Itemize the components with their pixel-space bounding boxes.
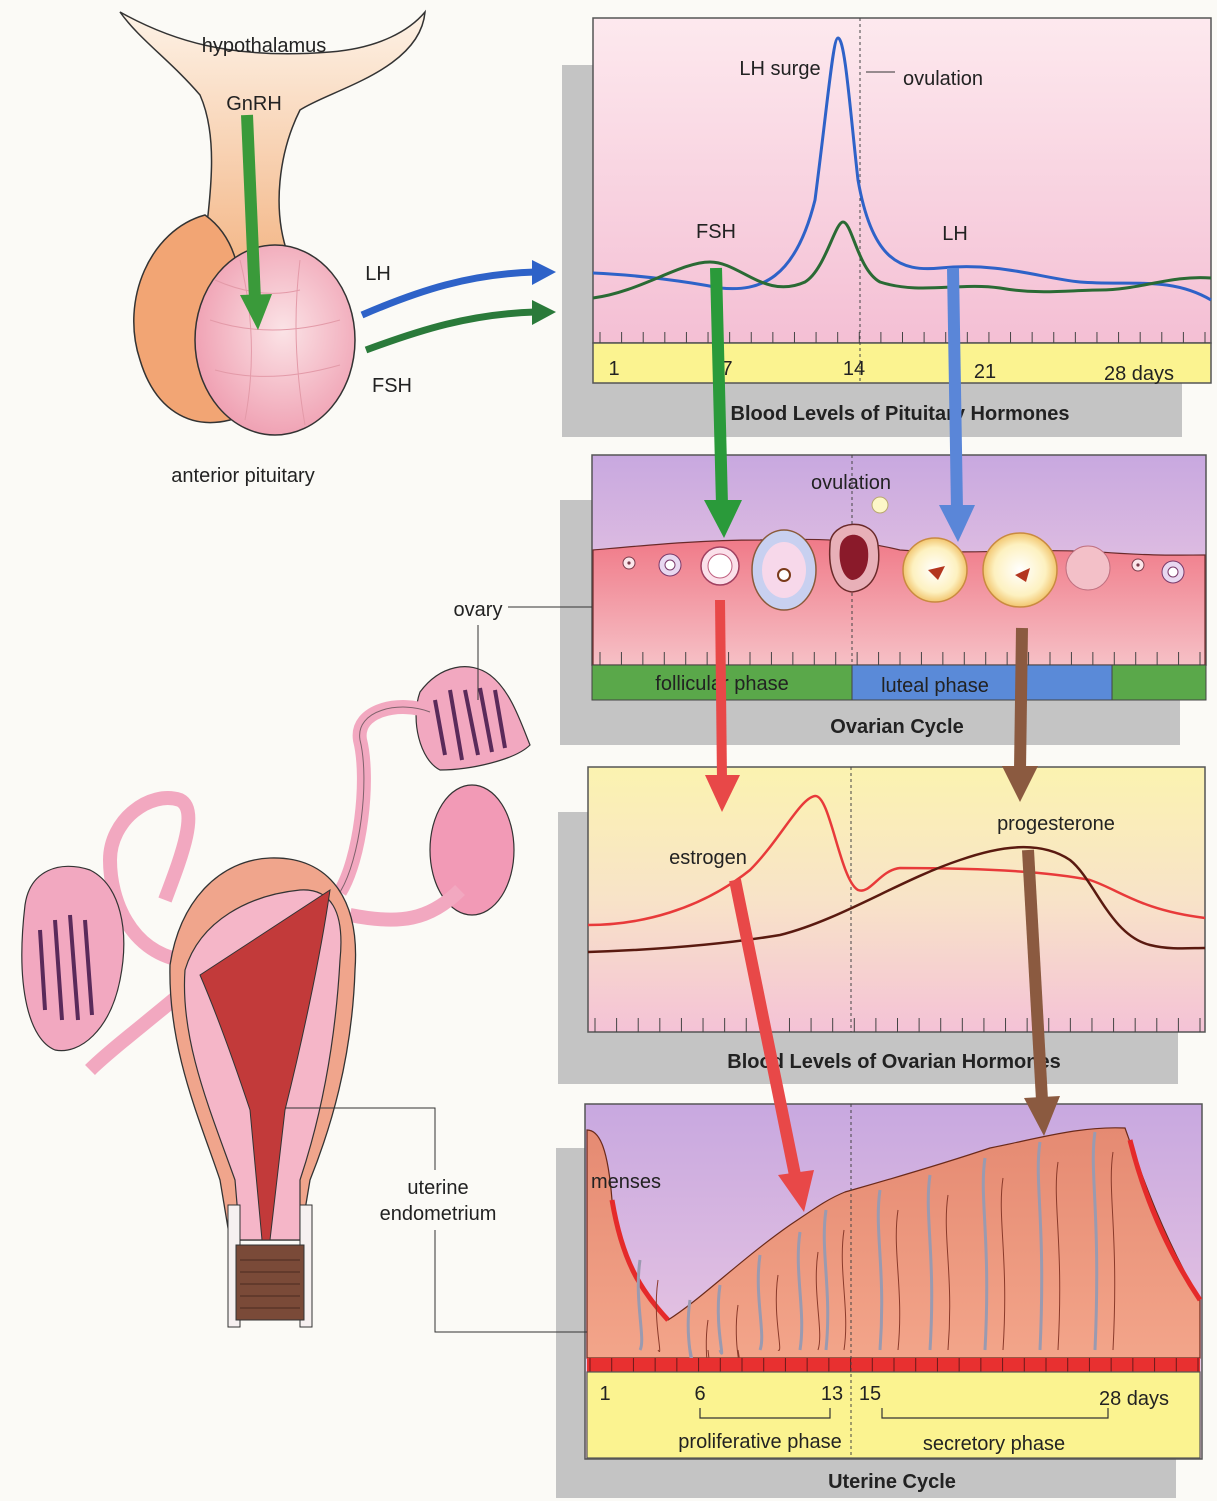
anterior-pituitary-label: anterior pituitary: [171, 465, 314, 487]
lh-arrow-label: LH: [365, 263, 391, 285]
pituitary-day-14: 14: [843, 358, 865, 380]
ovarian-hormones-panel: [588, 767, 1205, 1032]
secretory-phase-label: secretory phase: [923, 1433, 1065, 1455]
lh-surge-label: LH surge: [739, 58, 820, 80]
uterus-illustration: [22, 667, 530, 1327]
uterine-panel-title: Uterine Cycle: [828, 1471, 956, 1493]
uterine-endometrium-label-1: uterine: [407, 1177, 468, 1199]
ovarian-panel-title: Ovarian Cycle: [830, 716, 963, 738]
luteal-phase-label: luteal phase: [881, 675, 989, 697]
uterine-day-6: 6: [694, 1383, 705, 1405]
ovulation-label-ovary: ovulation: [811, 472, 891, 494]
fsh-curve-label: FSH: [696, 221, 736, 243]
pituitary-hormone-arrows: [362, 260, 556, 350]
uterine-day-13: 13: [821, 1383, 843, 1405]
ovulation-label-top: ovulation: [903, 68, 983, 90]
estrogen-label: estrogen: [669, 847, 747, 869]
uterine-day-1: 1: [599, 1383, 610, 1405]
pituitary-illustration: [120, 12, 425, 435]
pituitary-day-28: 28 days: [1104, 363, 1174, 385]
menses-label: menses: [591, 1171, 661, 1193]
pituitary-panel: [593, 18, 1211, 343]
proliferative-phase-label: proliferative phase: [678, 1431, 841, 1453]
ovary-label: ovary: [454, 599, 503, 621]
progesterone-label: progesterone: [997, 813, 1115, 835]
uterine-endometrium-label-2: endometrium: [380, 1203, 497, 1225]
next-follicular-bar: [1112, 665, 1206, 700]
hypothalamus-label: hypothalamus: [202, 35, 327, 57]
uterine-day-28: 28 days: [1099, 1388, 1169, 1410]
pituitary-panel-title: Blood Levels of Pituitary Hormones: [731, 403, 1070, 425]
uterine-day-15: 15: [859, 1383, 881, 1405]
pituitary-day-21: 21: [974, 361, 996, 383]
pituitary-day-1: 1: [608, 358, 619, 380]
gnrh-label: GnRH: [226, 93, 282, 115]
lh-curve-label: LH: [942, 223, 968, 245]
fsh-arrow-label: FSH: [372, 375, 412, 397]
